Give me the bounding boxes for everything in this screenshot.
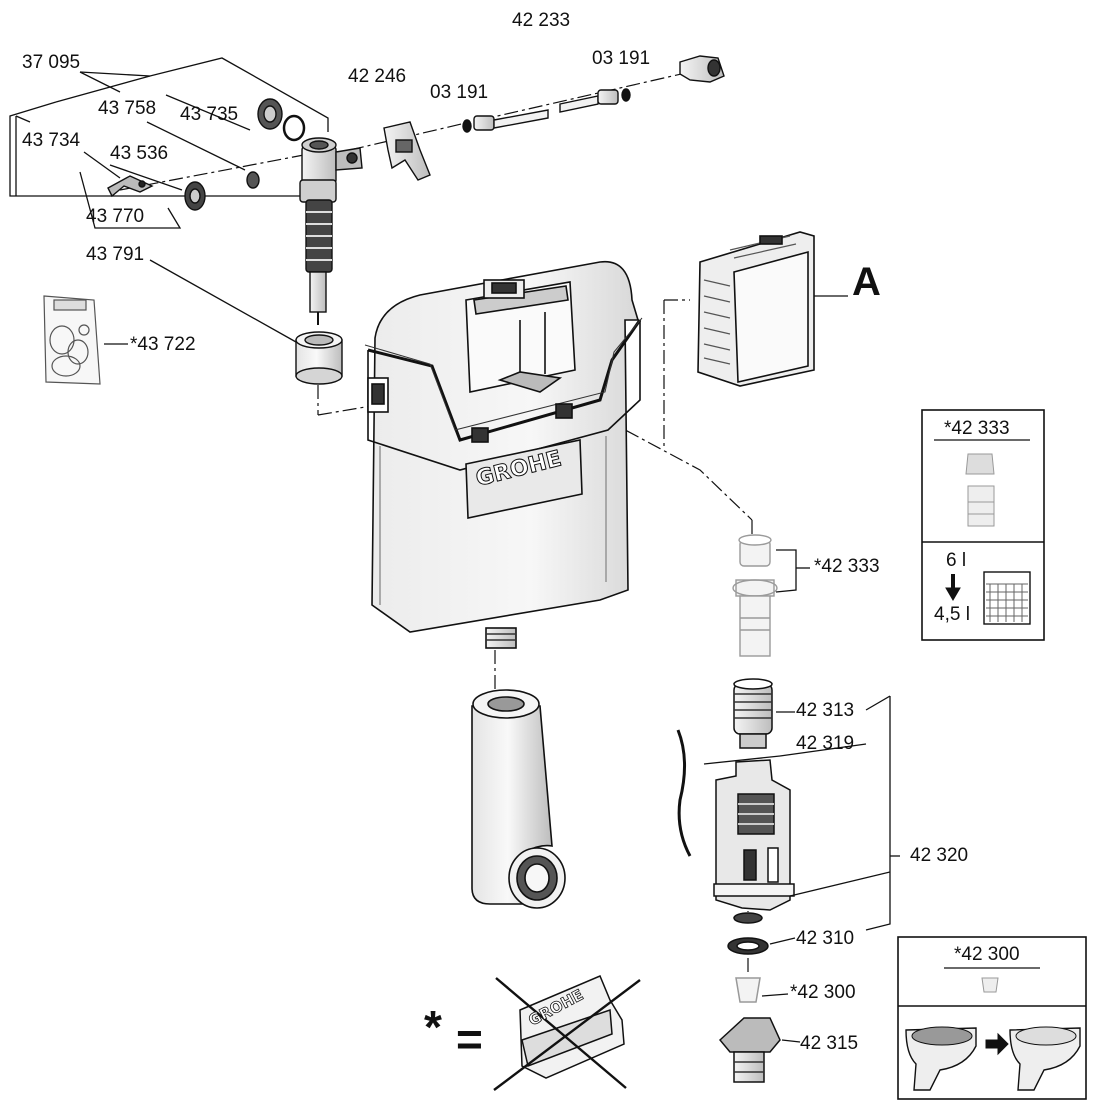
leader-lines-top-left bbox=[9, 57, 848, 345]
inset-flush-volume-reduced: 4,5 l bbox=[934, 604, 970, 625]
inset-flush-title: *42 333 bbox=[944, 418, 1010, 439]
part-label-42300: *42 300 bbox=[790, 982, 856, 1003]
seal-kit-bag bbox=[43, 295, 101, 385]
valve-seal-parts bbox=[107, 98, 306, 211]
part-label-43536: 43 536 bbox=[110, 143, 169, 164]
inset-flush-volume-full: 6 l bbox=[946, 550, 967, 571]
part-label-37095: 37 095 bbox=[22, 52, 81, 73]
not-included-star: * bbox=[424, 1001, 442, 1053]
part-label-42319: 42 319 bbox=[796, 733, 855, 754]
part-label-43770: 43 770 bbox=[86, 206, 145, 227]
valve-arm-bracket bbox=[383, 121, 431, 181]
part-label-03191-right: 03 191 bbox=[592, 48, 651, 69]
part-label-43722: *43 722 bbox=[130, 334, 196, 355]
connection-hose bbox=[462, 55, 725, 133]
spacer-sleeve bbox=[295, 331, 343, 385]
part-label-42233: 42 233 bbox=[512, 10, 571, 31]
part-label-a: A bbox=[852, 260, 881, 304]
part-label-42310: 42 310 bbox=[796, 928, 855, 949]
leader-lines-right bbox=[703, 549, 900, 1043]
flush-pipe bbox=[471, 689, 566, 909]
cistern-tank bbox=[364, 260, 643, 649]
part-label-42313: 42 313 bbox=[796, 700, 855, 721]
fill-valve bbox=[299, 137, 363, 325]
part-label-42246: 42 246 bbox=[348, 66, 407, 87]
dual-flush-insert bbox=[732, 534, 778, 657]
inset-bowl-conversion bbox=[897, 936, 1087, 1100]
inset-bowl-title: *42 300 bbox=[954, 944, 1020, 965]
part-label-42320: 42 320 bbox=[910, 845, 969, 866]
part-label-43735: 43 735 bbox=[180, 104, 239, 125]
part-label-42333: *42 333 bbox=[814, 556, 880, 577]
part-label-43791: 43 791 bbox=[86, 244, 145, 265]
not-included-equals: = bbox=[456, 1013, 483, 1065]
part-label-43734: 43 734 bbox=[22, 130, 81, 151]
inset-flush-volume bbox=[921, 409, 1045, 641]
access-frame bbox=[697, 231, 815, 387]
not-included-symbol bbox=[493, 975, 641, 1091]
part-label-42315: 42 315 bbox=[800, 1033, 859, 1054]
part-label-43758: 43 758 bbox=[98, 98, 157, 119]
flush-valve-parts bbox=[676, 678, 795, 1083]
part-label-03191-left: 03 191 bbox=[430, 82, 489, 103]
